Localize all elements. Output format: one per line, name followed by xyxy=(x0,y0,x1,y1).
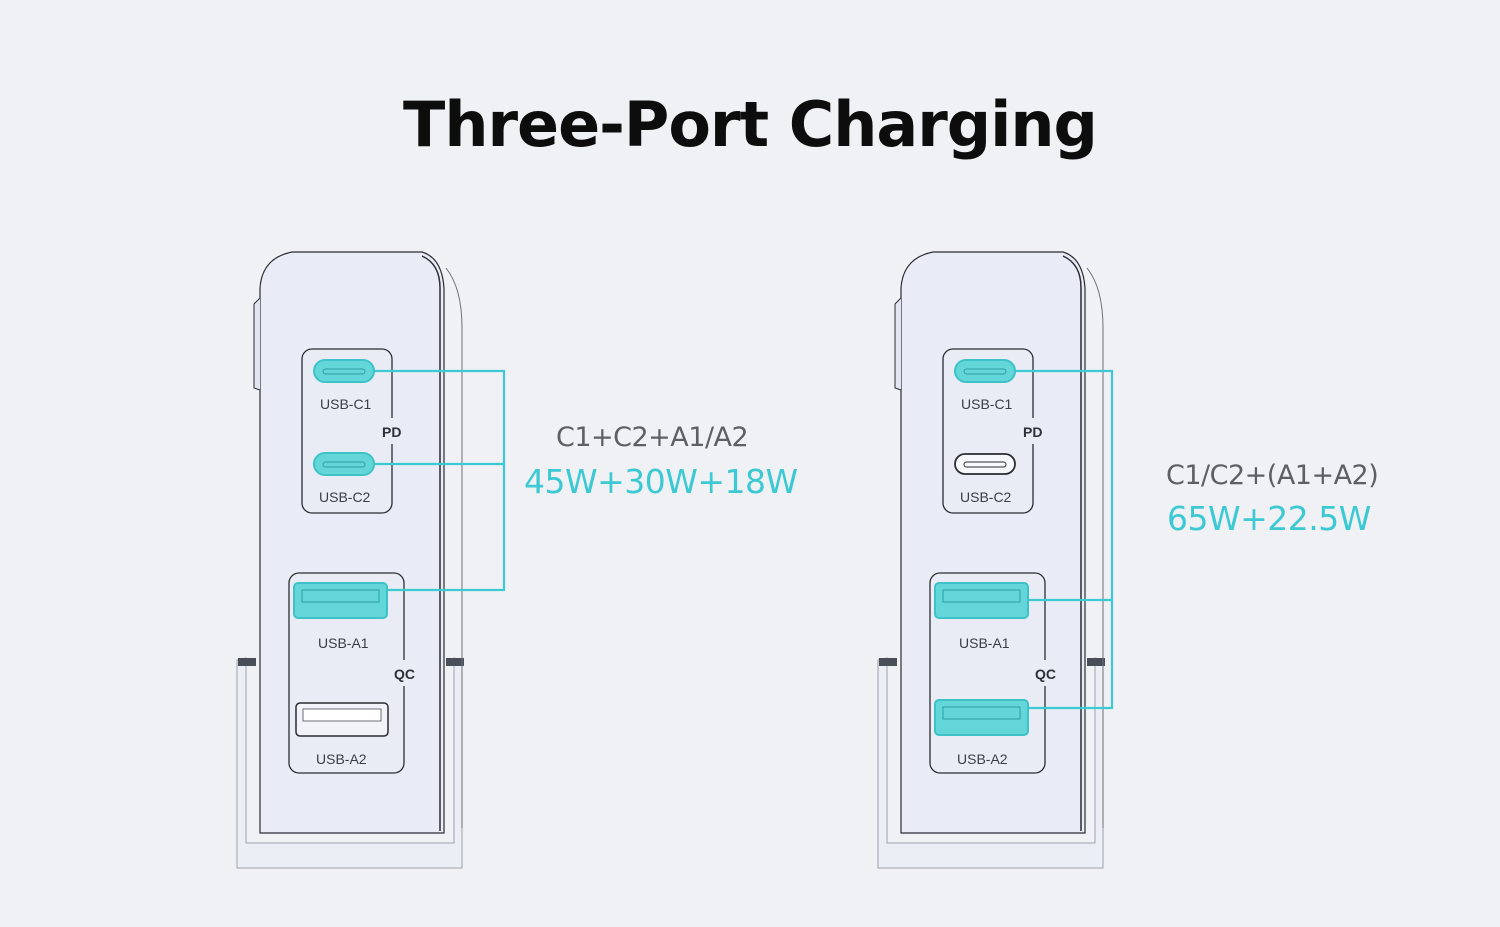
group-label-pd: PD xyxy=(382,424,402,440)
mode-2-power: 65W+22.5W xyxy=(1167,499,1371,538)
group-label-qc: QC xyxy=(394,666,415,682)
page-title: Three-Port Charging xyxy=(403,88,1098,161)
port-label-usb-a1: USB-A1 xyxy=(959,635,1010,651)
charger-body-drawing xyxy=(236,251,506,869)
group-label-pd: PD xyxy=(1023,424,1043,440)
mode-1-power: 45W+30W+18W xyxy=(524,462,798,501)
port-label-usb-c1: USB-C1 xyxy=(961,396,1013,412)
port-label-usb-a2: USB-A2 xyxy=(316,751,367,767)
charger-body-drawing xyxy=(877,251,1114,869)
connector-line xyxy=(375,369,506,592)
port-label-usb-a2: USB-A2 xyxy=(957,751,1008,767)
connector-line xyxy=(1016,369,1114,710)
port-label-usb-c2: USB-C2 xyxy=(319,489,371,505)
port-label-usb-c1: USB-C1 xyxy=(320,396,372,412)
charger-illustration-mode-2: USB-C1 PD USB-C2 USB-A1 QC USB-A2 xyxy=(873,248,1114,873)
mode-2-combination: C1/C2+(A1+A2) xyxy=(1166,460,1379,491)
mode-1-combination: C1+C2+A1/A2 xyxy=(556,422,749,453)
port-label-usb-a1: USB-A1 xyxy=(318,635,369,651)
charger-illustration-mode-1: USB-C1 PD USB-C2 USB-A1 QC USB-A2 xyxy=(232,248,506,873)
port-label-usb-c2: USB-C2 xyxy=(960,489,1012,505)
group-label-qc: QC xyxy=(1035,666,1056,682)
